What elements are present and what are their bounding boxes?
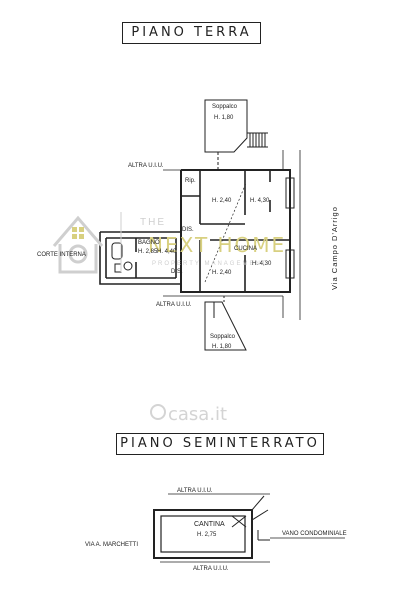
label-disimpegno-mid: DIS.: [182, 227, 194, 233]
label-height-440: H. 4,40: [157, 249, 177, 255]
label-height-240-top: H. 2,40: [212, 198, 232, 204]
label-ripostiglio: Rip.: [185, 178, 196, 184]
ground-floor-walls: [180, 169, 291, 293]
label-height-240-bottom: H. 2,40: [212, 270, 232, 276]
soppalco-top-outline: [204, 99, 248, 153]
label-vano-condominiale: VANO CONDOMINIALE: [282, 531, 347, 537]
label-height-430-top: H. 4,30: [250, 198, 270, 204]
label-altra-uiu-bottom: ALTRA U.I.U.: [156, 302, 192, 308]
label-height-275: H. 2,75: [197, 532, 217, 538]
ground-floor-title: PIANO TERRA: [122, 22, 261, 44]
watermark-brand: NEXT HOME: [148, 233, 287, 257]
label-corte-interna: CORTE INTERNA: [37, 252, 86, 258]
watermark-the: THE: [140, 217, 166, 228]
stair-top: [247, 132, 268, 148]
label-altra-uiu-top: ALTRA U.I.U.: [128, 163, 164, 169]
label-cucina: CUCINA: [234, 246, 258, 252]
label-soppalco-bottom-height: H. 1,80: [212, 344, 232, 350]
label-road-campo-darrigo: Via Campo D'Arrigo: [330, 206, 339, 290]
label-via-marchetti: VIA A. MARCHETTI: [85, 542, 139, 548]
label-basement-altra-uiu-top: ALTRA U.I.U.: [177, 488, 213, 494]
label-height-285: H. 2,85: [138, 249, 158, 255]
label-cantina: CANTINA: [194, 521, 225, 528]
basement-walls: [153, 493, 345, 563]
soppalco-bottom-outline: [204, 301, 247, 351]
casa-logo-icon: [150, 404, 166, 420]
label-soppalco-top-height: H. 1,80: [214, 115, 234, 121]
watermark-site: casa.it: [168, 404, 228, 425]
label-disimpegno-left: DIS.: [171, 269, 183, 275]
watermark-subtitle: PROPERTY MANAGEMENT: [152, 261, 268, 267]
basement-floor-title: PIANO SEMINTERRATO: [116, 433, 324, 455]
label-bagno: BAGNO: [138, 240, 160, 246]
label-height-430-bottom: H. 4,30: [252, 261, 272, 267]
label-soppalco-bottom: Soppalco: [210, 334, 236, 340]
label-soppalco-top: Soppalco: [212, 104, 238, 110]
label-basement-altra-uiu-bottom: ALTRA U.I.U.: [193, 566, 229, 572]
